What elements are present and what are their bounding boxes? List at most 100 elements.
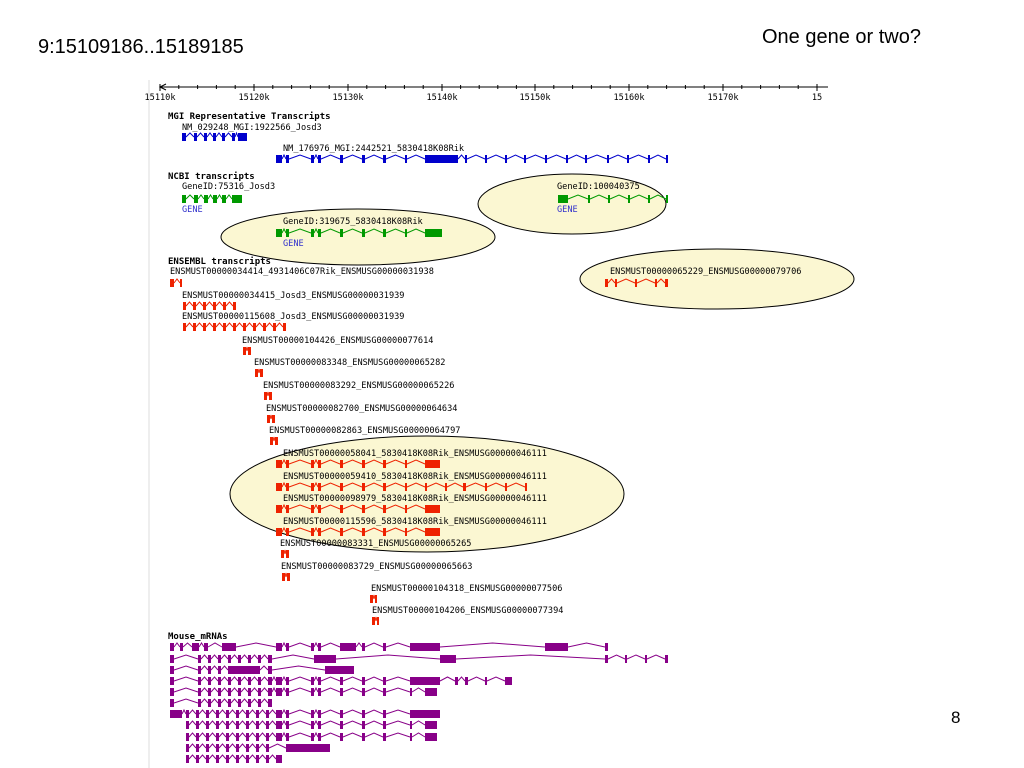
exon (206, 710, 209, 718)
mgi-transcript-glyph (276, 153, 668, 163)
ruler-tick-label: 15170k (707, 93, 739, 103)
exon (383, 733, 386, 741)
exon (206, 721, 209, 729)
ensembl-transcript-glyph (276, 481, 527, 491)
exon (258, 655, 261, 663)
exon (276, 155, 282, 163)
exon (256, 755, 259, 763)
exon (228, 699, 231, 707)
exon (485, 155, 487, 163)
exon (318, 460, 321, 468)
exon (183, 302, 186, 310)
ncbi-gene-tag: GENE (557, 205, 578, 215)
ensembl-track-title: ENSEMBL transcripts (168, 256, 271, 267)
exon (383, 643, 386, 651)
exon (218, 666, 221, 674)
slide-question: One gene or two? (762, 26, 921, 48)
mgi-transcript-glyph (182, 131, 247, 141)
exon (228, 655, 231, 663)
exon (276, 229, 282, 237)
exon (383, 505, 386, 513)
exon (216, 755, 219, 763)
exon (410, 677, 440, 685)
ensembl-transcript-glyph (183, 322, 286, 331)
exon (263, 323, 266, 331)
exon (362, 505, 365, 513)
exon (204, 195, 208, 203)
exon (216, 744, 219, 752)
exon (213, 323, 216, 331)
exon (253, 323, 256, 331)
exon (318, 677, 321, 685)
exon (266, 755, 269, 763)
ensembl-transcript-label: ENSMUST00000104426_ENSMUSG00000077614 (242, 336, 433, 346)
exon (625, 655, 627, 663)
exon (440, 655, 456, 663)
exon (372, 617, 375, 625)
ncbi-gene-tag: GENE (283, 239, 304, 249)
exon (226, 755, 229, 763)
exon (236, 710, 239, 718)
exon (198, 677, 201, 685)
exon (318, 688, 321, 696)
exon (425, 460, 440, 468)
coordinate-title: 9:15109186..15189185 (38, 36, 244, 58)
ncbi-transcript-glyph (182, 194, 242, 203)
exon (445, 483, 447, 491)
exon (318, 155, 321, 163)
exon (311, 460, 314, 468)
exon (505, 677, 512, 685)
exon (218, 677, 221, 685)
mrna-glyph (170, 698, 272, 707)
highlight-ensembl-5830418K08Rik (229, 435, 625, 553)
exon (362, 155, 365, 163)
mrna-glyph (170, 654, 668, 663)
ensembl-transcript-glyph (605, 278, 668, 287)
exon (405, 460, 407, 468)
exon (186, 744, 189, 752)
exon (213, 133, 216, 141)
exon (383, 677, 386, 685)
exon (558, 195, 568, 203)
ensembl-transcript-glyph (276, 458, 440, 468)
exon (375, 595, 377, 603)
exon (248, 677, 251, 685)
exon (196, 755, 199, 763)
ensembl-transcript-label: ENSMUST00000115596_5830418K08Rik_ENSMUSG… (283, 517, 547, 527)
ncbi-transcript-label: GeneID:319675_5830418K08Rik (283, 217, 424, 227)
ensembl-transcript-glyph (255, 368, 263, 377)
exon (208, 677, 211, 685)
exon (286, 643, 289, 651)
exon (425, 483, 427, 491)
exon (383, 721, 386, 729)
exon (276, 677, 282, 685)
exon (196, 721, 199, 729)
exon (318, 721, 321, 729)
exon (256, 721, 259, 729)
exon (206, 755, 209, 763)
exon (170, 279, 174, 287)
ensembl-transcript-glyph (264, 391, 272, 400)
exon (410, 643, 440, 651)
exon (383, 528, 386, 536)
exon (208, 655, 211, 663)
exon (236, 744, 239, 752)
exon (362, 528, 365, 536)
ncbi-transcript-label: GeneID:100040375 (557, 182, 640, 192)
ncbi-transcript-glyph (276, 227, 442, 237)
mrna-glyph (170, 665, 354, 674)
exon (615, 279, 617, 287)
exon (362, 643, 365, 651)
exon (340, 505, 343, 513)
exon (405, 505, 407, 513)
exon (208, 666, 211, 674)
exon (318, 733, 321, 741)
exon (648, 195, 650, 203)
ncbi-gene-tag: GENE (182, 205, 203, 215)
exon (186, 755, 189, 763)
exon (585, 155, 587, 163)
exon (588, 195, 590, 203)
exon (405, 229, 407, 237)
exon (485, 677, 487, 685)
exon (275, 437, 278, 445)
